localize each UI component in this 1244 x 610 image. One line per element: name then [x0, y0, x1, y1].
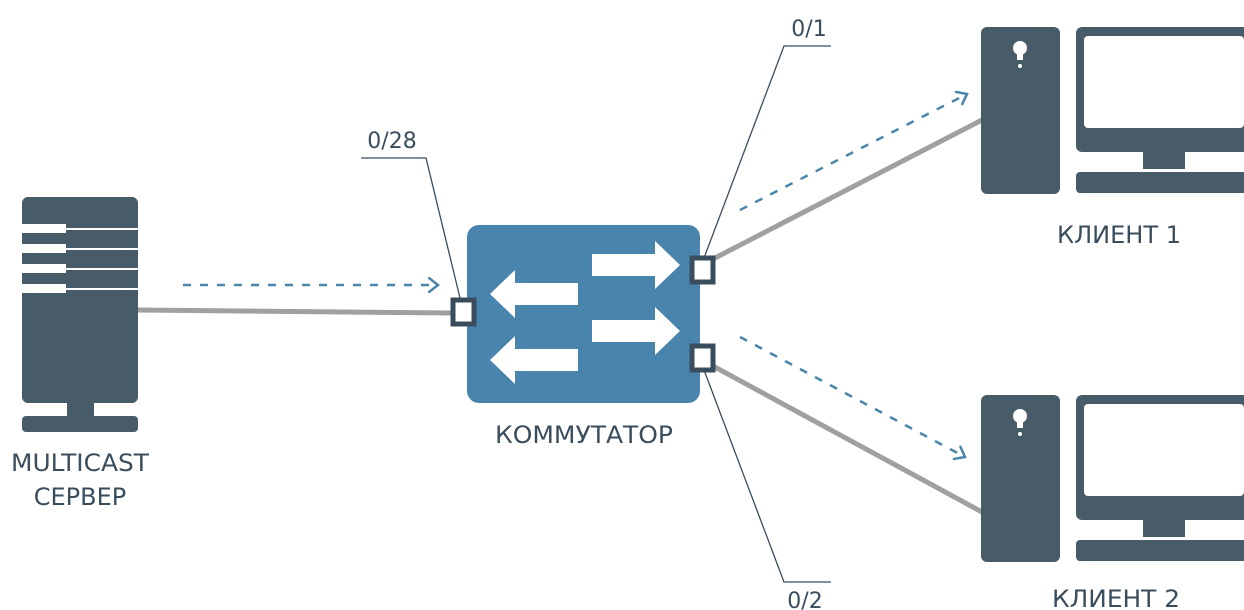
callout-line-client1 [703, 45, 831, 259]
cables [134, 117, 985, 515]
callout-line-uplink [361, 157, 461, 299]
cable-switch-client2 [710, 363, 985, 515]
switch-ports [450, 255, 716, 373]
port-client1 [689, 255, 716, 285]
cable-server-switch [134, 307, 456, 316]
port-label-uplink: 0/28 [367, 129, 416, 154]
switch-arrow-left-top [490, 270, 578, 318]
flow-arrow-client1 [739, 94, 967, 212]
client2-label: КЛИЕНТ 2 [1052, 585, 1180, 610]
switch-label: КОММУТАТОР [495, 421, 673, 449]
cable-switch-client1 [710, 117, 985, 262]
client2-computer-icon [981, 395, 1244, 562]
client1-label: КЛИЕНТ 1 [1057, 221, 1181, 249]
server-label-line2: СЕРВЕР [34, 483, 127, 511]
switch-arrow-right-bottom [592, 307, 680, 355]
server-icon [22, 197, 138, 432]
port-label-client1: 0/1 [791, 17, 826, 42]
port-label-client2: 0/2 [787, 589, 822, 610]
port-client2 [689, 343, 716, 373]
switch-icon [467, 225, 700, 403]
callout-line-client2 [703, 369, 831, 583]
switch-arrow-left-bottom [490, 336, 578, 384]
client1-computer-icon [981, 27, 1244, 194]
port-uplink [450, 297, 477, 327]
server-label-line1: MULTICAST [11, 449, 149, 477]
port-callouts [361, 45, 831, 583]
switch-arrow-right-top [592, 241, 680, 289]
